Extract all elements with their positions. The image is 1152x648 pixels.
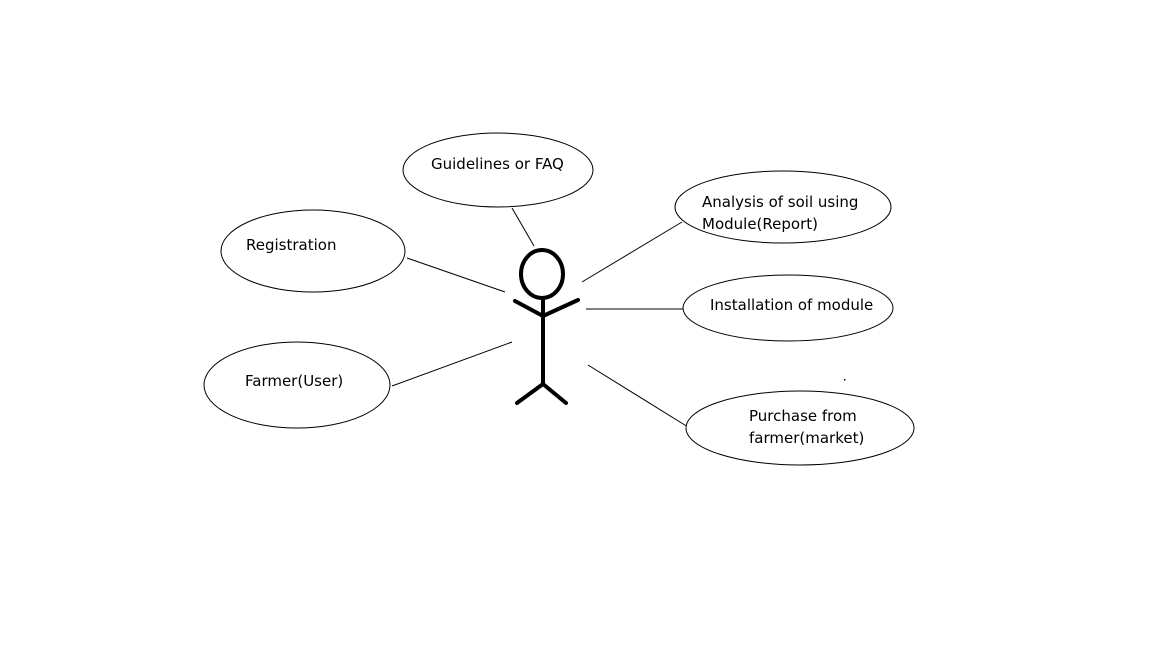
- use-case-purchase-ellipse: [685, 390, 915, 466]
- connector-registration: [406, 257, 506, 293]
- use-case-analysis-ellipse: [674, 170, 892, 244]
- use-case-farmer-user-ellipse: [203, 341, 391, 429]
- actor-arms: [513, 298, 580, 318]
- svg-text:Registration: Registration: [246, 236, 336, 254]
- connector-purchase: [587, 364, 689, 428]
- svg-text:Installation of module: Installation of module: [710, 296, 873, 314]
- connectors: [391, 207, 689, 428]
- use-case-guidelines-ellipse: [402, 132, 594, 208]
- use-case-installation-ellipse: [682, 274, 894, 342]
- use-case-purchase: Purchase from farmer(market): [685, 390, 915, 466]
- use-case-registration-ellipse: [220, 209, 406, 293]
- use-case-farmer-user: Farmer(User): [203, 341, 391, 429]
- use-case-analysis-label-line-1: Analysis of soil using: [702, 193, 858, 211]
- use-case-farmer-user-label: Farmer(User): [245, 372, 343, 390]
- stray-dot: [844, 379, 846, 381]
- use-case-guidelines-label: Guidelines or FAQ: [431, 155, 564, 173]
- use-case-registration-label: Registration: [246, 236, 336, 254]
- use-case-purchase-label-line-2: farmer(market): [749, 429, 864, 447]
- svg-text:Farmer(User): Farmer(User): [245, 372, 343, 390]
- use-case-analysis-label-line-2: Module(Report): [702, 215, 818, 233]
- use-case-installation-label: Installation of module: [710, 296, 873, 314]
- use-case-registration: Registration: [220, 209, 406, 293]
- connector-analysis: [581, 221, 683, 283]
- actor-head: [519, 248, 565, 300]
- use-case-analysis: Analysis of soil using Module(Report): [674, 170, 892, 244]
- actor-legs: [515, 382, 568, 405]
- connector-farmer-user: [391, 341, 513, 387]
- use-case-purchase-label-line-1: Purchase from: [749, 407, 857, 425]
- svg-text:Purchase from farmer(mar: Purchase from farmer(market): [749, 407, 864, 447]
- svg-text:Guidelines or FAQ: Guidelines or FAQ: [431, 155, 564, 173]
- svg-text:Analysis of soil using M: Analysis of soil using Module(Report): [702, 193, 863, 233]
- stick-figure-icon: [513, 248, 580, 405]
- connector-guidelines: [511, 207, 535, 247]
- use-case-guidelines: Guidelines or FAQ: [402, 132, 594, 208]
- use-case-installation: Installation of module: [682, 274, 894, 342]
